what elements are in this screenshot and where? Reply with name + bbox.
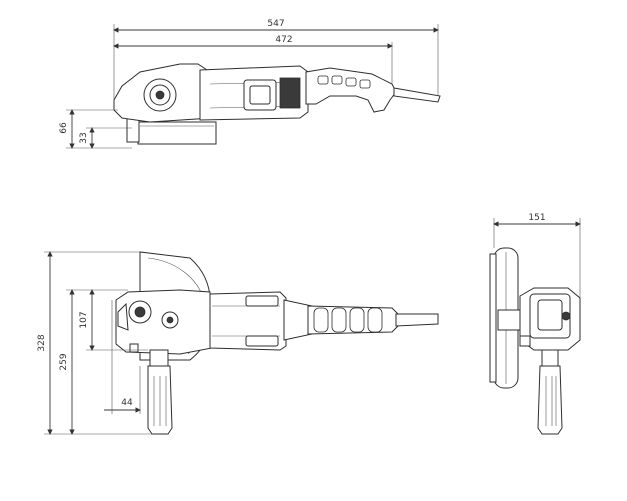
dim-label-328: 328 <box>37 334 47 351</box>
dim-label-33: 33 <box>79 132 89 143</box>
front-side-handle <box>537 365 563 435</box>
top-view: 328 259 107 44 <box>37 251 439 435</box>
front-view: 151 <box>489 213 581 435</box>
top-cable <box>395 313 439 327</box>
dim-label-66: 66 <box>59 122 69 134</box>
side-rear-handle <box>305 67 397 113</box>
dim-label-259: 259 <box>59 353 69 370</box>
side-guard <box>137 121 217 145</box>
side-cable <box>393 87 441 103</box>
side-view: 547 472 66 33 <box>59 19 441 149</box>
dim-label-107: 107 <box>79 311 89 328</box>
side-vent <box>279 77 301 109</box>
dim-label-151: 151 <box>528 213 545 223</box>
dim-label-44: 44 <box>121 398 133 408</box>
dim-label-472: 472 <box>275 35 292 45</box>
dim-label-547: 547 <box>267 19 284 29</box>
